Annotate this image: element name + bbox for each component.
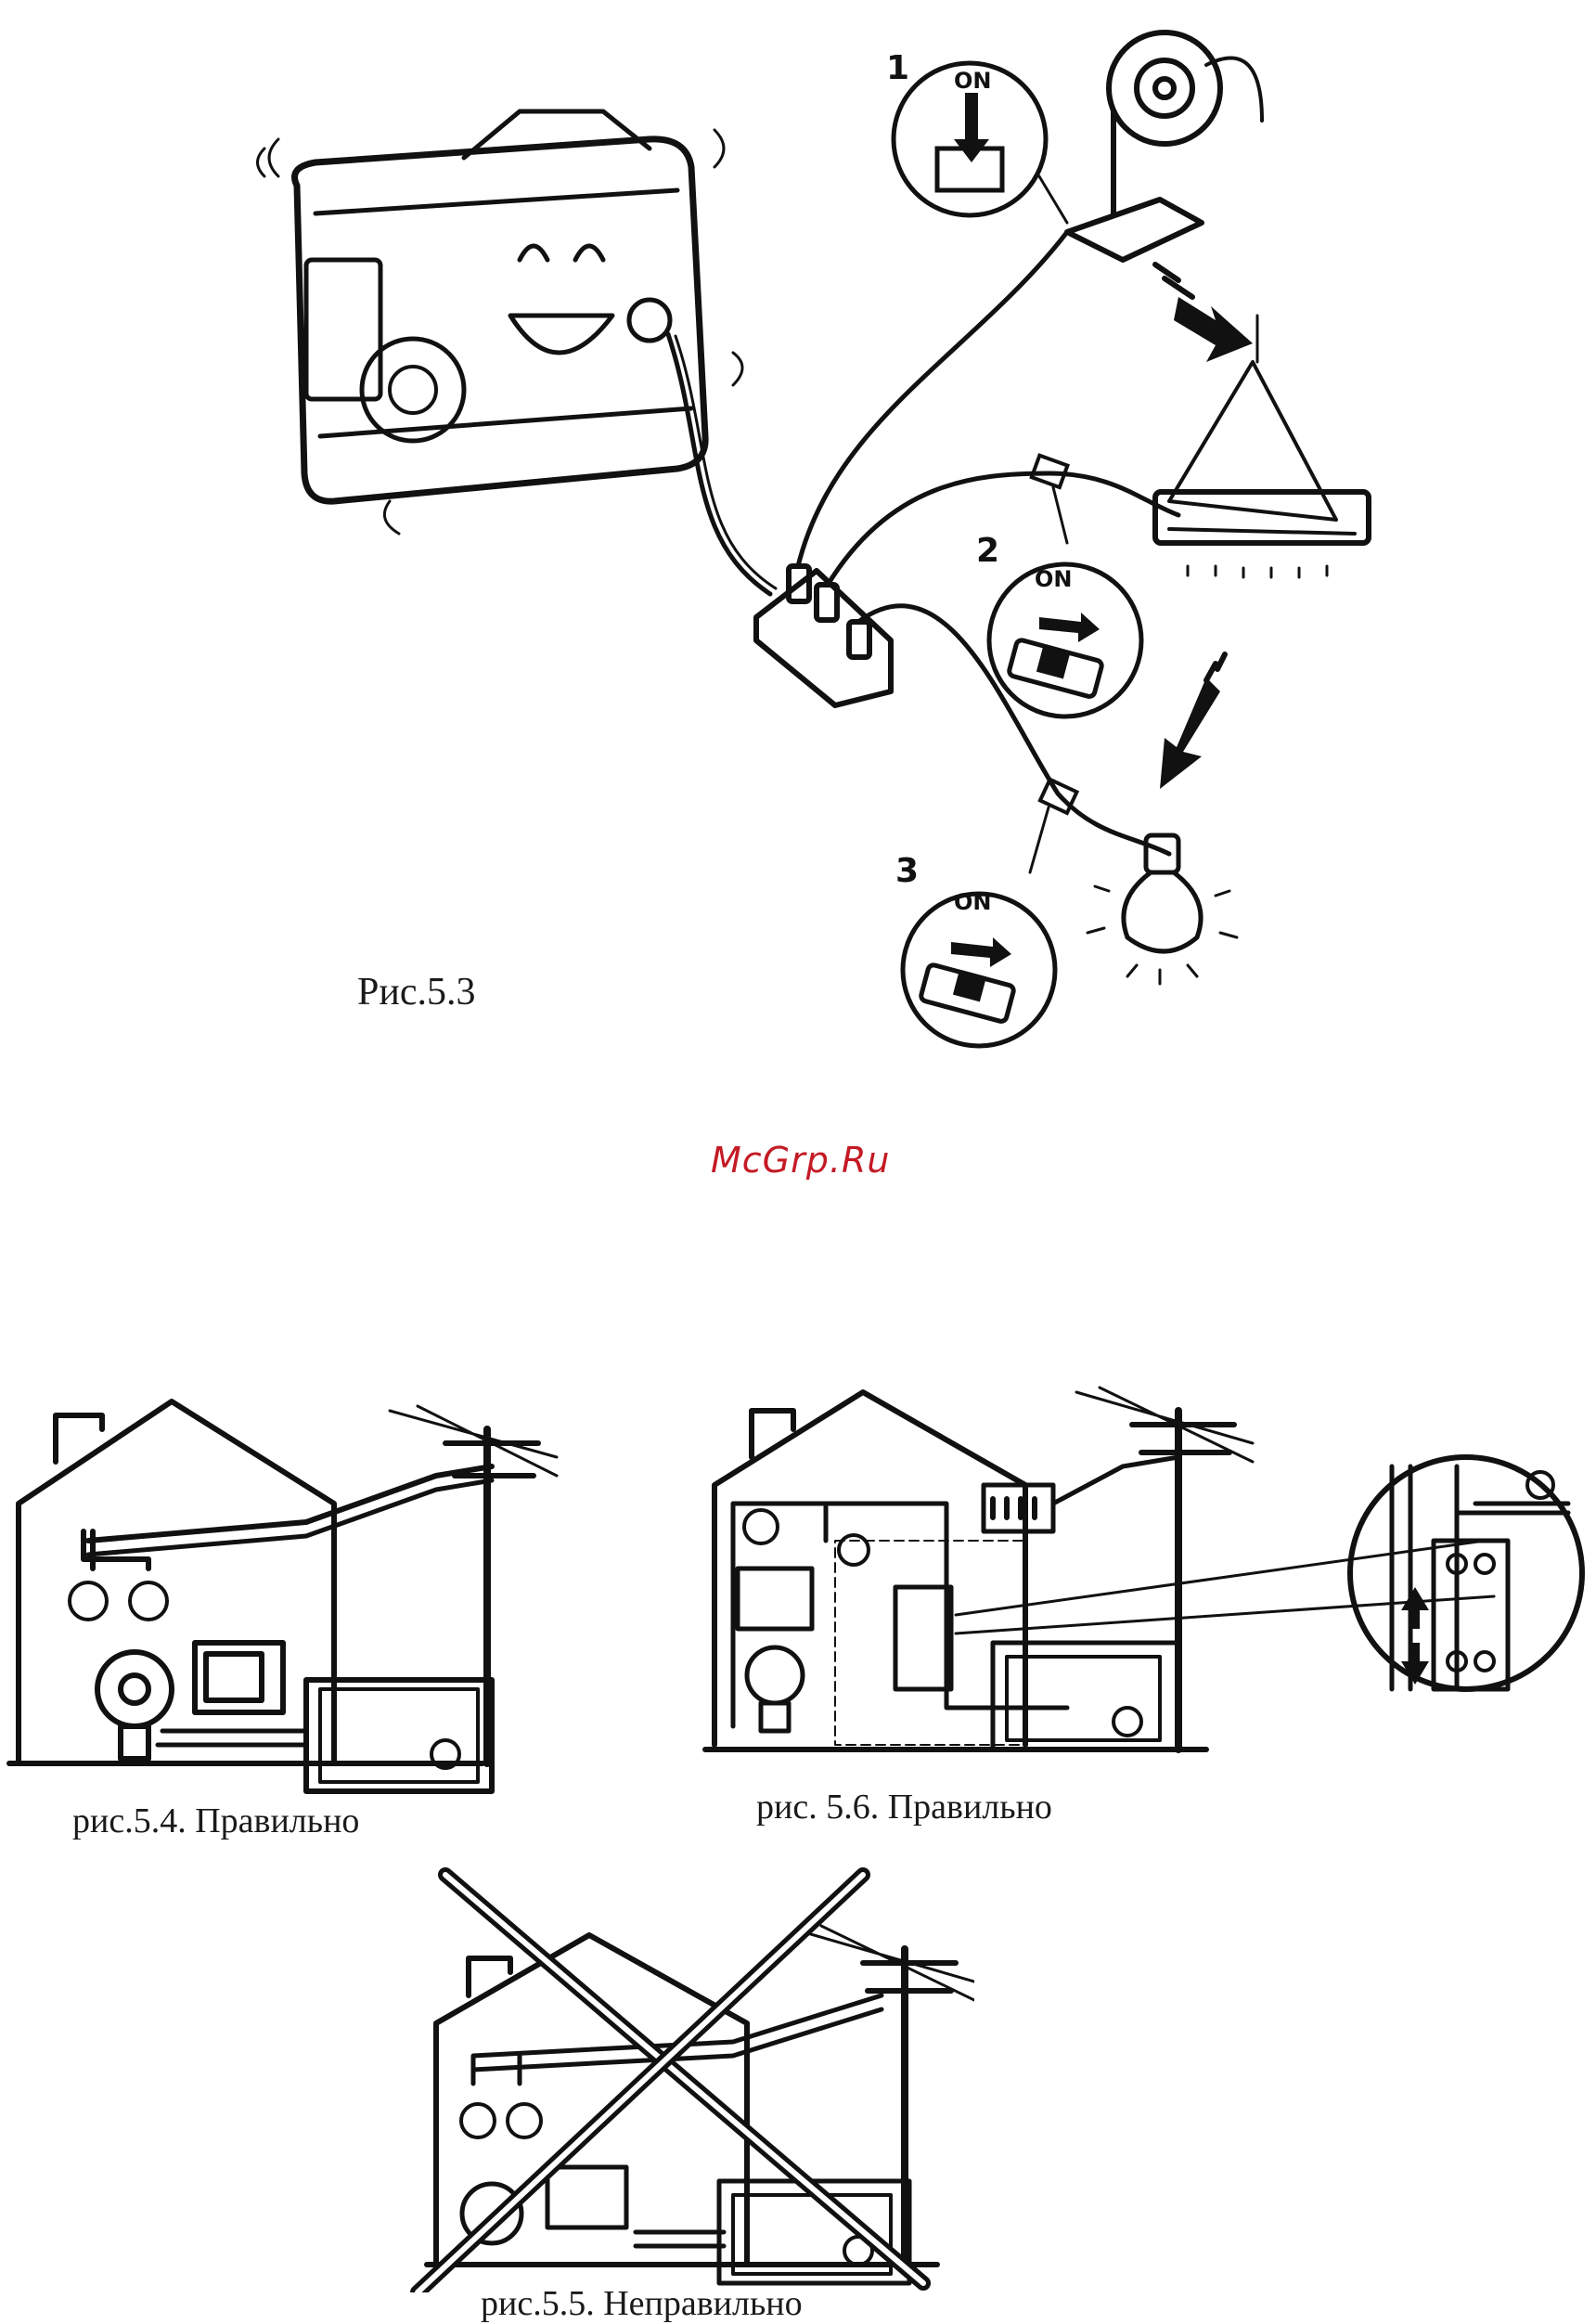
generator-icon (258, 111, 743, 534)
switch-on-label: ON (1035, 566, 1073, 592)
figure-5-3-caption: Рис.5.3 (357, 970, 475, 1014)
watermark: McGrp.Ru (711, 1140, 890, 1181)
figure-5-6-drawing (687, 1355, 1587, 1791)
step-3-callout (903, 894, 1055, 1046)
fan-icon (1067, 32, 1262, 260)
figure-5-5-caption: рис.5.5. Неправильно (481, 2283, 803, 2324)
air-conditioner-icon (1155, 316, 1369, 577)
switch-on-label: ON (954, 68, 992, 94)
figure-5-5 (399, 1856, 974, 2292)
power-strip-icon (756, 566, 891, 705)
step-number: 2 (976, 532, 999, 570)
figure-5-4-caption: рис.5.4. Правильно (72, 1801, 359, 1841)
magnifier-callout (1350, 1457, 1582, 1689)
figure-5-6 (687, 1355, 1587, 1791)
figure-5-6-caption: рис. 5.6. Правильно (756, 1787, 1052, 1827)
figure-5-4-drawing (0, 1374, 594, 1875)
light-bulb-icon (1088, 835, 1237, 984)
arrow-down-icon (1160, 654, 1225, 789)
figure-5-3: 1 ON 2 ON 3 ON (0, 0, 1596, 1067)
figure-5-3-drawing: 1 ON 2 ON 3 ON (0, 0, 1596, 1067)
figure-5-4 (0, 1374, 594, 1875)
arrow-down-icon (1155, 265, 1253, 362)
step-number: 3 (895, 852, 919, 890)
step-number: 1 (886, 49, 909, 87)
light-bulb-icon (70, 1582, 167, 1620)
switch-on-label: ON (954, 889, 992, 915)
figure-5-5-drawing (399, 1856, 974, 2292)
